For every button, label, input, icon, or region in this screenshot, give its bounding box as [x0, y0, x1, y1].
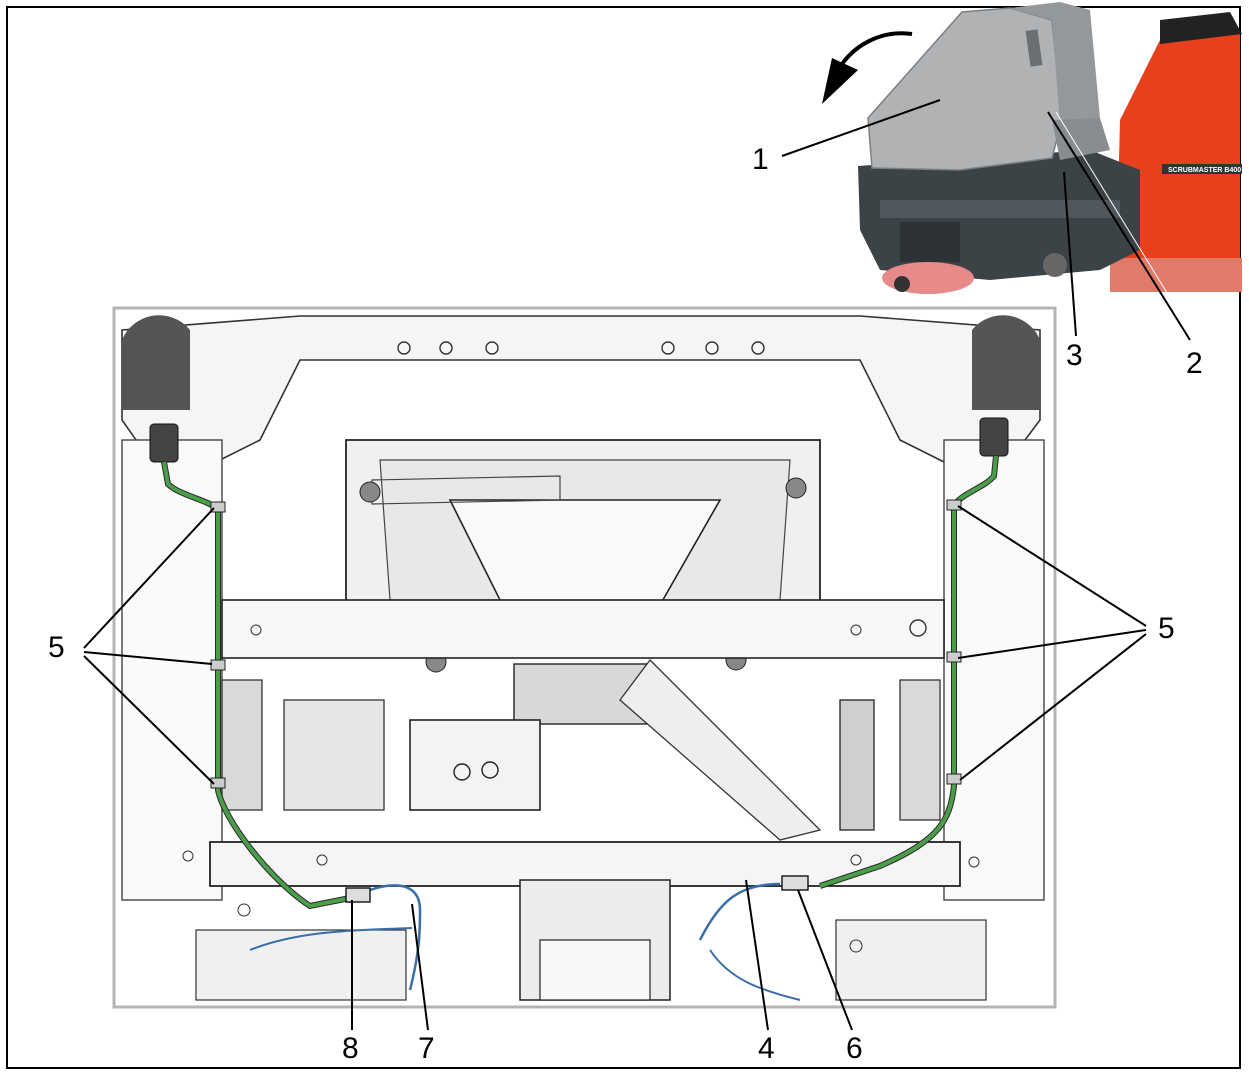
leader-lines: [83, 505, 1147, 1031]
callout-5-right: 5: [1158, 612, 1175, 645]
hole: [182, 850, 194, 862]
star-knob: [785, 477, 807, 499]
hopper-base: [1052, 118, 1110, 160]
leader-5-left-c: [83, 655, 215, 785]
leader-5-right-a: [957, 505, 1147, 627]
leader-3: [1063, 171, 1077, 337]
bolt: [397, 341, 411, 355]
left-ground-cable: [162, 461, 351, 909]
right-pulley: [899, 679, 941, 821]
motor-box: [409, 719, 541, 811]
blue-wire: [369, 884, 422, 991]
bolt: [705, 341, 719, 355]
diagonal-strut: [619, 659, 822, 841]
leader-7: [411, 903, 429, 1031]
blue-wire: [698, 882, 781, 941]
bottom-left-plate: [195, 929, 407, 1001]
gas-spring: [839, 699, 875, 831]
blue-wire: [709, 949, 801, 1001]
right-sensor-knob: [979, 417, 1009, 457]
cable-clip: [210, 501, 226, 513]
leader-5-left-a: [83, 507, 215, 649]
star-knob: [359, 481, 381, 503]
bolt: [661, 341, 675, 355]
machine-label-plate: [1162, 164, 1242, 174]
callout-7: 7: [418, 1032, 435, 1065]
callout-6: 6: [846, 1032, 863, 1065]
machine-body: [1118, 32, 1240, 292]
left-sensor-knob: [149, 423, 179, 463]
bottom-right-plate: [835, 919, 987, 1001]
machine-overview: SCRUBMASTER B400 R: [781, 2, 1248, 341]
hole: [968, 856, 980, 868]
motor-bolt: [453, 763, 471, 781]
callout-8: 8: [342, 1032, 359, 1065]
left-connector: [345, 887, 371, 903]
leader-2b: [1055, 111, 1197, 341]
hole: [850, 624, 862, 636]
callout-5-left: 5: [48, 631, 65, 664]
cable-clip: [946, 773, 962, 785]
machine-seat: [1160, 12, 1242, 44]
bolt: [237, 903, 251, 917]
leader-5-right-c: [959, 633, 1147, 781]
hopper-handle: [1025, 29, 1043, 67]
rotation-arrow: [840, 31, 913, 66]
right-wheel: [972, 315, 1040, 410]
left-pulley: [221, 679, 263, 811]
callout-1: 1: [752, 143, 769, 176]
leader-5-left-b: [83, 651, 213, 665]
brush-hub: [894, 276, 910, 292]
left-wheel: [122, 315, 190, 410]
right-connector: [781, 875, 809, 891]
hopper-side: [1010, 2, 1100, 150]
callout-3: 3: [1066, 339, 1083, 372]
leader-5-right-b: [957, 629, 1147, 659]
leader-4: [745, 879, 769, 1031]
cable-clip: [210, 659, 226, 671]
brush-mount: [900, 222, 960, 262]
leader-2a: [1047, 111, 1191, 341]
cable-clip: [210, 777, 226, 789]
cable-clip: [946, 499, 962, 511]
motor-bolt: [481, 761, 499, 779]
machine-bumper: [1110, 258, 1242, 292]
bolt: [909, 619, 927, 637]
rotation-arrow-head: [822, 58, 858, 104]
bolt: [485, 341, 499, 355]
leader-6: [797, 889, 853, 1031]
chassis-wheel: [1043, 253, 1067, 277]
callout-4: 4: [758, 1032, 775, 1065]
hole: [250, 624, 262, 636]
bolt: [439, 341, 453, 355]
left-side-panel: [121, 439, 223, 901]
hole: [850, 854, 862, 866]
bottom-center-cover: [539, 939, 651, 1001]
side-brush: [882, 262, 974, 294]
blue-wire: [249, 927, 413, 951]
underside-detail: [112, 306, 1057, 1009]
bolt: [849, 939, 863, 953]
right-ground-cable: [819, 455, 998, 888]
cross-bar-upper: [221, 599, 945, 659]
leader-1: [781, 99, 941, 157]
left-actuator: [283, 699, 385, 811]
machine-label-text: SCRUBMASTER B400 R: [1168, 167, 1248, 174]
bolt: [751, 341, 765, 355]
chassis-rail: [880, 200, 1120, 218]
callout-2: 2: [1186, 347, 1203, 380]
hole: [316, 854, 328, 866]
